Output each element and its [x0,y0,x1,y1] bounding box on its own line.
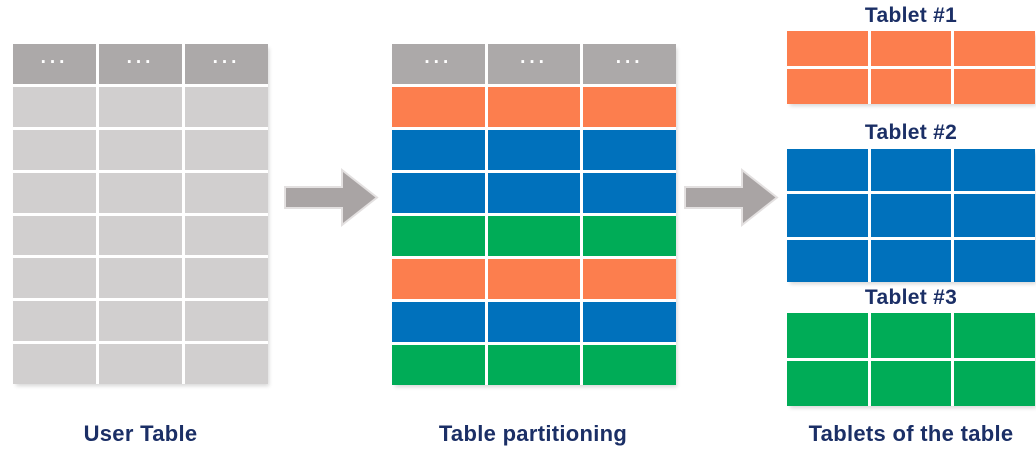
table-cell [99,344,182,384]
table-cell [583,302,676,342]
table-cell [99,258,182,299]
table-cell [13,129,96,170]
table-cell [13,86,96,127]
table-cell [13,301,96,342]
table-cell [870,313,952,358]
table-cell [99,86,182,127]
user-table: ......... [13,44,268,384]
tablet-1-title: Tablet #1 [864,4,958,27]
table-cell [870,149,952,192]
table-cell [487,130,581,170]
table-cell [185,258,268,299]
table-cell [954,239,1035,282]
right-arrow-icon [284,167,379,228]
table-cell [99,215,182,256]
tablet-3-table [787,313,1035,406]
table-cell [185,86,268,127]
tablet-2-table [787,149,1035,282]
table-cell [392,216,485,256]
table-cell [185,215,268,256]
table-cell [99,129,182,170]
table-cell [954,69,1035,104]
table-cell [583,130,676,170]
table-cell [392,302,485,342]
table-cell [954,31,1035,66]
table-cell [13,172,96,213]
table-cell [185,172,268,213]
table-cell [487,302,581,342]
table-cell [787,149,868,192]
table-cell [185,344,268,384]
table-header-cell: ... [13,44,96,84]
table-cell [787,31,868,66]
table-cell [487,173,581,213]
table-cell [787,239,868,282]
table-cell [954,149,1035,192]
table-cell [870,69,952,104]
table-cell [954,361,1035,406]
table-cell [583,87,676,127]
table-cell [185,129,268,170]
table-cell [13,344,96,384]
table-cell [392,345,485,385]
table-cell [870,239,952,282]
table-cell [583,345,676,385]
table-header-cell: ... [583,44,676,84]
user-table-caption: User Table [83,421,198,446]
partition-table: ......... [392,44,676,385]
table-cell [787,69,868,104]
partition-table-caption: Table partitioning [438,421,628,446]
table-cell [583,173,676,213]
table-header-cell: ... [487,44,581,84]
table-header-cell: ... [99,44,182,84]
table-cell [954,194,1035,237]
table-cell [787,313,868,358]
table-cell [787,194,868,237]
table-cell [487,216,581,256]
table-cell [392,173,485,213]
table-cell [185,301,268,342]
table-cell [99,301,182,342]
table-cell [392,259,485,299]
right-arrow-icon [684,167,779,228]
table-cell [583,259,676,299]
tablet-2-title: Tablet #2 [864,121,958,144]
tablet-3-title: Tablet #3 [864,286,958,309]
table-header-cell: ... [185,44,268,84]
table-cell [870,194,952,237]
table-cell [487,345,581,385]
table-cell [13,258,96,299]
table-cell [954,313,1035,358]
table-cell [583,216,676,256]
table-cell [787,361,868,406]
table-cell [870,361,952,406]
table-cell [392,87,485,127]
table-header-cell: ... [392,44,485,84]
tablet-1-table [787,31,1035,104]
tablets-caption: Tablets of the table [808,421,1014,446]
table-cell [99,172,182,213]
table-cell [870,31,952,66]
table-cell [487,87,581,127]
table-cell [392,130,485,170]
table-cell [13,215,96,256]
table-cell [487,259,581,299]
